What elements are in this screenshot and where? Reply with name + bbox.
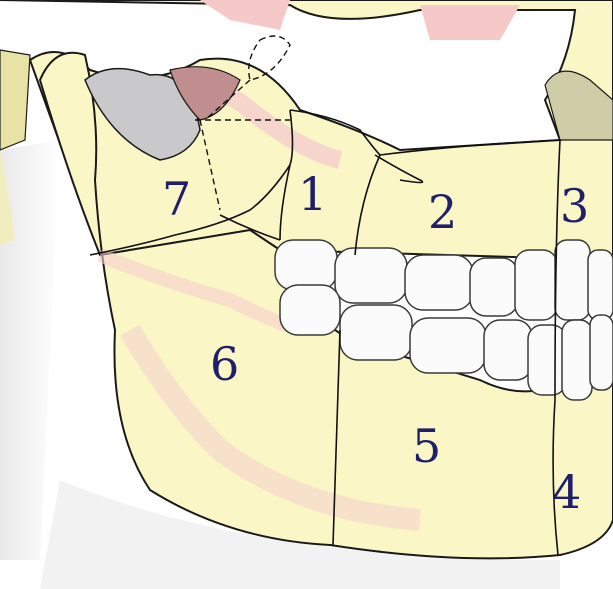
lower-premolar-2 (484, 320, 532, 380)
region-label-7: 7 (162, 172, 191, 226)
region-label-2: 2 (428, 185, 457, 239)
lower-incisor-2 (590, 315, 613, 390)
lower-molar-1 (280, 285, 340, 335)
region-label-5: 5 (412, 419, 441, 473)
upper-molar-1 (275, 240, 337, 290)
upper-canine (515, 250, 557, 320)
lower-premolar-1 (410, 318, 486, 373)
upper-molar-2 (335, 248, 407, 303)
lower-incisor-1 (562, 320, 592, 400)
upper-premolar-1 (405, 255, 473, 310)
upper-premolar-2 (470, 258, 518, 316)
upper-incisor-1 (555, 240, 590, 320)
region-label-4: 4 (552, 465, 581, 519)
lower-canine (528, 325, 566, 395)
region-label-6: 6 (210, 337, 239, 391)
tmj-area (0, 50, 30, 150)
region-label-1: 1 (298, 167, 327, 221)
upper-incisor-2 (588, 250, 613, 320)
region-label-3: 3 (560, 179, 589, 233)
lower-molar-2 (340, 305, 412, 360)
